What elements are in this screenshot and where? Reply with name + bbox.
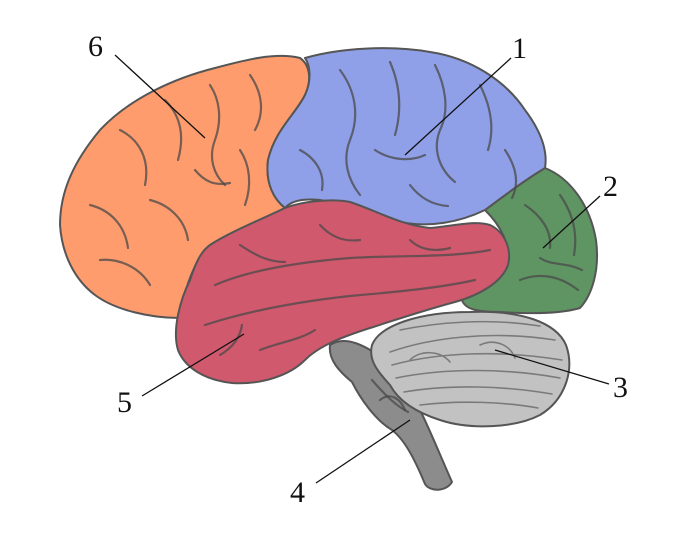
leader-line-4: [315, 419, 411, 484]
region-label-4: 4: [290, 476, 305, 509]
leader-line-1: [404, 57, 512, 156]
region-label-5: 5: [117, 386, 132, 419]
parietal-gyri: [298, 60, 518, 208]
parietal-region: [266, 47, 547, 226]
region-label-1: 1: [512, 32, 527, 65]
leader-line-6: [114, 54, 206, 139]
region-label-3: 3: [613, 371, 628, 404]
leader-line-3: [494, 349, 610, 385]
frontal-gyri: [88, 73, 263, 287]
leader-line-5: [141, 333, 245, 397]
temporal-region: [174, 199, 510, 385]
temporal-gyri: [203, 223, 492, 357]
region-label-6: 6: [88, 30, 103, 63]
region-label-2: 2: [603, 170, 618, 203]
cerebellum-region: [370, 310, 571, 428]
leader-line-2: [542, 195, 601, 249]
